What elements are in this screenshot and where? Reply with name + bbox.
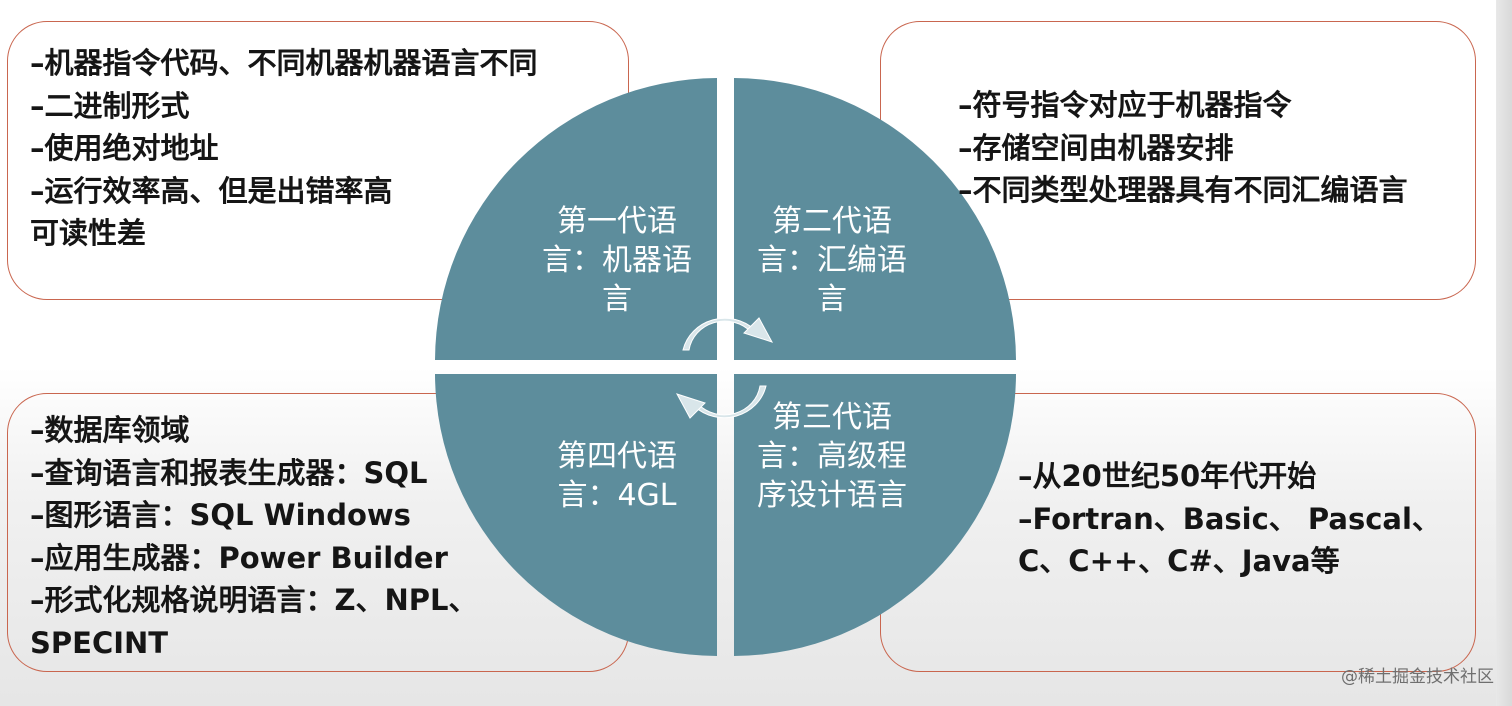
card-line: 可读性差 <box>30 216 147 250</box>
card-bottom-right-text: –从20世纪50年代开始 –Fortran、Basic、 Pascal、 C、C… <box>1018 455 1441 583</box>
card-line: –使用绝对地址 <box>30 131 219 165</box>
quadrant-second-gen <box>734 78 1016 360</box>
card-line: –数据库领域 <box>30 413 190 447</box>
cycle-arrow-top-icon <box>682 317 774 351</box>
card-line: –图形语言：SQL Windows <box>30 498 411 532</box>
card-line: –二进制形式 <box>30 88 190 123</box>
card-line: –符号指令对应于机器指令 <box>958 88 1292 122</box>
quadrant-fourth-gen <box>435 374 717 656</box>
card-line: –应用生成器：Power Builder <box>30 540 448 575</box>
quadrant-first-gen <box>435 78 717 360</box>
card-line: –不同类型处理器具有不同汇编语言 <box>958 173 1408 207</box>
window-edge <box>1496 0 1512 706</box>
card-line: –运行效率高、但是出错率高 <box>30 173 393 208</box>
card-line: –形式化规格说明语言：Z、NPL、 <box>30 583 478 617</box>
card-line: SPECINT <box>30 625 169 660</box>
quadrant-label-third-gen: 第三代语言：高级程序设计语言 <box>757 400 907 513</box>
quadrant-label-fourth-gen: 第四代语言：4GL <box>557 439 677 513</box>
card-line: C、C++、C#、Java等 <box>1018 544 1340 578</box>
quadrant-label-first-gen: 第一代语言：机器语言 <box>542 204 692 317</box>
cycle-arrow-bottom-icon <box>675 385 767 419</box>
card-top-left-text: –机器指令代码、不同机器机器语言不同 –二进制形式 –使用绝对地址 –运行效率高… <box>30 42 538 255</box>
quadrant-label-second-gen: 第二代语言：汇编语言 <box>757 204 907 317</box>
card-line: –存储空间由机器安排 <box>958 130 1234 165</box>
watermark: @稀土掘金技术社区 <box>1341 667 1494 687</box>
card-bottom-left-text: –数据库领域 –查询语言和报表生成器：SQL –图形语言：SQL Windows… <box>30 409 478 664</box>
quadrant-third-gen <box>734 374 1016 656</box>
card-line: –查询语言和报表生成器：SQL <box>30 455 428 490</box>
card-top-right-text: –符号指令对应于机器指令 –存储空间由机器安排 –不同类型处理器具有不同汇编语言 <box>958 84 1408 212</box>
card-line: –Fortran、Basic、 Pascal、 <box>1018 501 1441 536</box>
card-line: –从20世纪50年代开始 <box>1018 459 1317 493</box>
card-line: –机器指令代码、不同机器机器语言不同 <box>30 46 538 80</box>
